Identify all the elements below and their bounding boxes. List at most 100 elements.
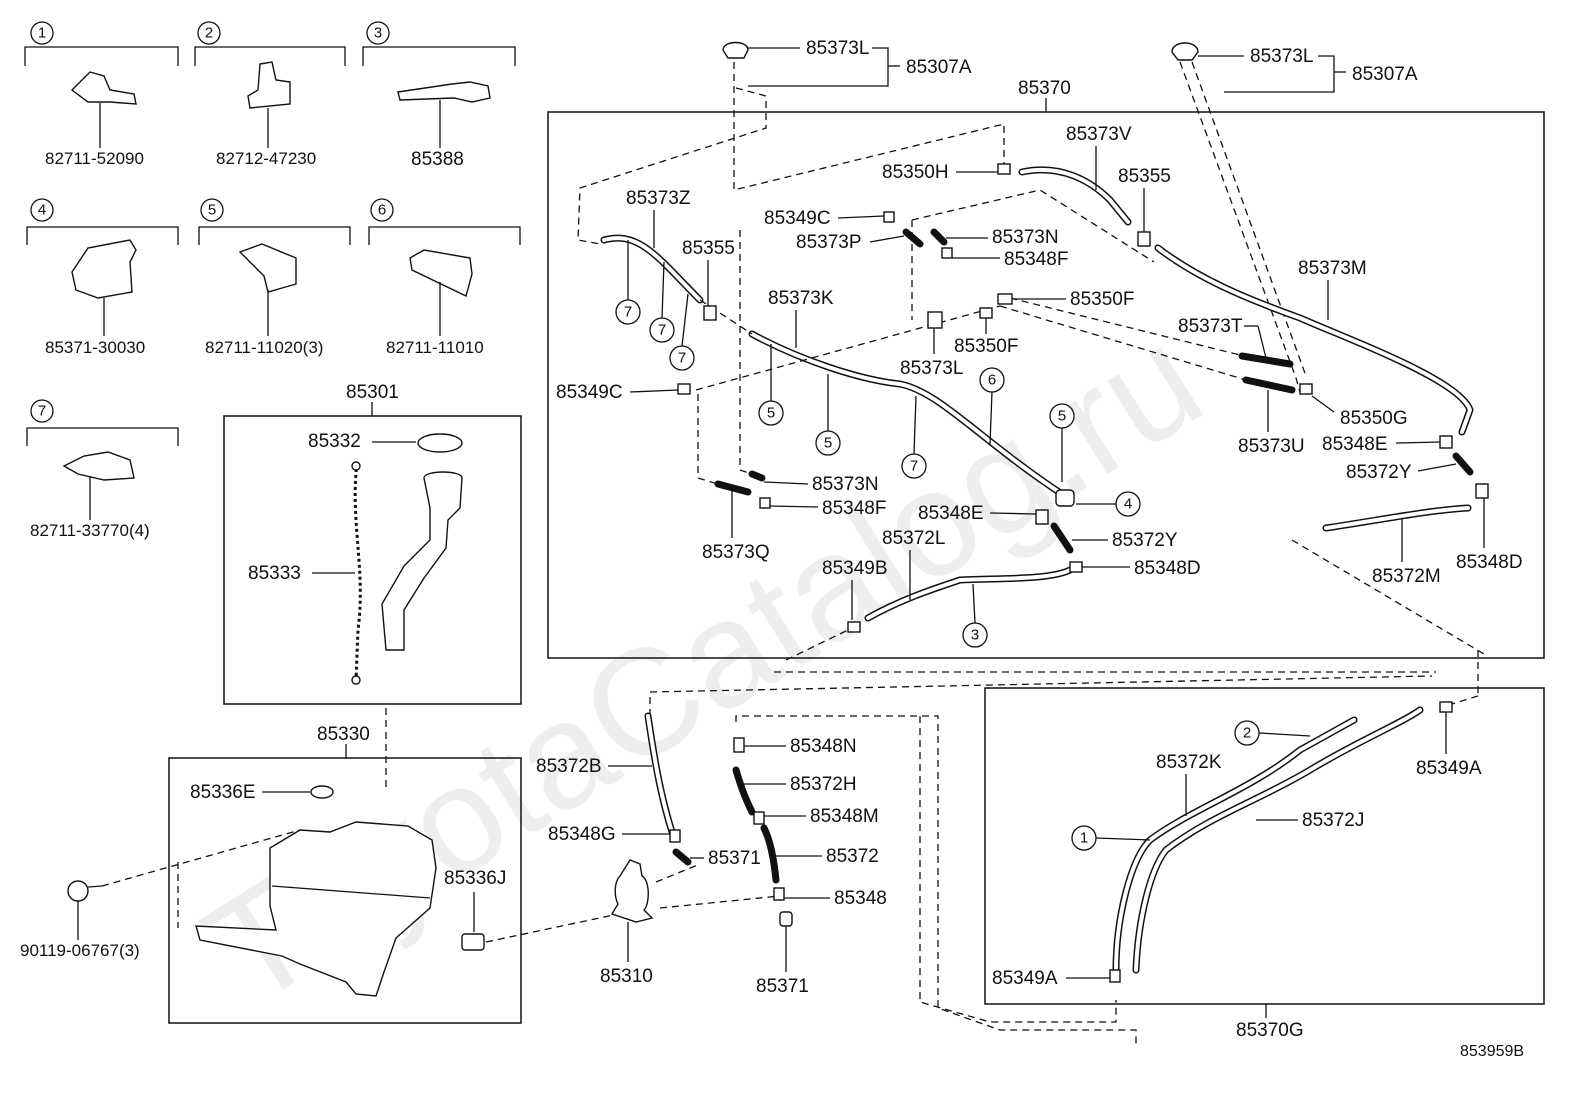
legend-item-3[interactable]: 3 85388 bbox=[362, 21, 516, 170]
fitting-icon bbox=[753, 811, 765, 825]
callout-circle bbox=[197, 21, 221, 45]
clip-callout[interactable]: 7 bbox=[901, 395, 927, 479]
callout-number: 5 bbox=[208, 202, 216, 219]
label-85371: 85371 bbox=[708, 848, 761, 869]
svg-text:7: 7 bbox=[624, 304, 632, 321]
label-85336J: 85336J bbox=[444, 868, 506, 889]
label-85372H: 85372H bbox=[790, 774, 857, 795]
filler-assembly-85301[interactable]: 85301 85332 85333 bbox=[223, 382, 522, 705]
label-85307A: 85307A bbox=[1352, 64, 1418, 85]
fitting-icon bbox=[847, 621, 861, 633]
clip-82711-33770-icon bbox=[62, 451, 135, 481]
dipstick-icon bbox=[353, 462, 362, 681]
fitting-icon bbox=[997, 163, 1011, 175]
clip-callout[interactable]: 7 bbox=[649, 261, 675, 343]
label-85350F: 85350F bbox=[954, 336, 1018, 357]
clip-callout[interactable]: 5 bbox=[758, 344, 784, 426]
pump-hoses[interactable]: 85372B 85348N 85372H 85348M 85348G 85371… bbox=[536, 675, 1433, 1046]
legend-item-6[interactable]: 6 82711-11010 bbox=[368, 198, 521, 357]
legend-part-number: 82711-33770(4) bbox=[30, 521, 150, 540]
clip-callout[interactable]: 3 bbox=[962, 583, 988, 648]
callout-circle bbox=[30, 198, 54, 222]
clip-callout[interactable]: 5 bbox=[1049, 403, 1075, 482]
callout-circle bbox=[370, 198, 394, 222]
legend-item-2[interactable]: 2 82712-47230 bbox=[194, 21, 346, 168]
fitting-icon bbox=[1109, 969, 1121, 983]
svg-text:5: 5 bbox=[824, 435, 832, 452]
hose-assembly-85370G[interactable]: 85372K 85349A 85372J 85349A 85370G 2 1 bbox=[984, 650, 1545, 1041]
label-85373U: 85373U bbox=[1238, 436, 1305, 457]
label-85373T: 85373T bbox=[1178, 316, 1243, 337]
fitting-icon bbox=[773, 887, 785, 901]
svg-text:6: 6 bbox=[988, 372, 996, 389]
fitting-icon bbox=[1137, 231, 1151, 247]
callout-number: 3 bbox=[374, 25, 382, 42]
fitting-icon bbox=[677, 383, 691, 395]
hose-assembly-85370[interactable]: 85370 bbox=[547, 78, 1545, 673]
label-85350F: 85350F bbox=[1070, 289, 1134, 310]
label-85348N: 85348N bbox=[790, 736, 857, 757]
label-85350G: 85350G bbox=[1340, 408, 1408, 429]
nozzle-85307A-right[interactable]: 85373L 85307A bbox=[1171, 42, 1418, 393]
legend-item-4[interactable]: 4 85371-30030 bbox=[26, 198, 179, 357]
filler-neck-icon bbox=[381, 471, 463, 651]
clip-82711-52090-icon bbox=[70, 71, 137, 105]
label-85373M: 85373M bbox=[1298, 258, 1367, 279]
callout-circle bbox=[30, 21, 54, 45]
label-85348E: 85348E bbox=[918, 503, 984, 524]
fitting-icon bbox=[733, 737, 745, 753]
clip-callout[interactable]: 5 bbox=[815, 374, 841, 456]
fitting-icon bbox=[979, 307, 993, 319]
legend-item-5[interactable]: 5 82711-11020(3) bbox=[198, 198, 351, 357]
label-90119-06767: 90119-06767(3) bbox=[20, 941, 140, 960]
legend-part-number: 82712-47230 bbox=[216, 149, 316, 168]
washer-tank-85330[interactable]: 85330 85336E 85336J 90119-06767(3) bbox=[20, 708, 629, 1024]
clip-82712-47230-icon bbox=[247, 61, 291, 109]
clip-callout[interactable]: 4 bbox=[1076, 491, 1141, 517]
svg-text:2: 2 bbox=[1243, 725, 1251, 742]
legend-part-number: 85388 bbox=[411, 149, 464, 170]
label-85372Y: 85372Y bbox=[1346, 462, 1412, 483]
label-85373L: 85373L bbox=[806, 38, 869, 59]
legend-item-7[interactable]: 7 82711-33770(4) bbox=[26, 399, 179, 540]
label-85372J: 85372J bbox=[1302, 810, 1364, 831]
figure-code: 853959B bbox=[1460, 1043, 1524, 1060]
clip-callout[interactable]: 1 bbox=[1071, 825, 1151, 851]
label-85373V: 85373V bbox=[1066, 124, 1132, 145]
callout-circle bbox=[30, 399, 54, 423]
fitting-icon bbox=[669, 829, 681, 843]
clip-callout[interactable]: 6 bbox=[979, 367, 1005, 445]
box-85370 bbox=[547, 111, 1545, 659]
nozzle-85307A-left[interactable]: 85373L 85307A bbox=[577, 38, 1005, 245]
fitting-icon bbox=[779, 911, 793, 927]
label-85307A: 85307A bbox=[906, 57, 972, 78]
nozzle-icon bbox=[1171, 42, 1199, 61]
clip-callout[interactable]: 7 bbox=[669, 293, 695, 371]
grommet-85336J-icon bbox=[461, 933, 485, 951]
fitting-icon bbox=[1439, 701, 1453, 713]
label-85348G: 85348G bbox=[548, 824, 616, 845]
label-85349C: 85349C bbox=[556, 382, 623, 403]
callout-circle bbox=[200, 198, 224, 222]
svg-text:7: 7 bbox=[910, 458, 918, 475]
washer-pump-icon bbox=[610, 859, 654, 923]
legend-item-1[interactable]: 1 82711-52090 bbox=[24, 21, 179, 168]
legend-part-number: 82711-11010 bbox=[386, 338, 484, 357]
box-85301 bbox=[223, 415, 522, 705]
callout-number: 1 bbox=[38, 25, 46, 42]
label-85350H: 85350H bbox=[882, 162, 949, 183]
label-85348E: 85348E bbox=[1322, 434, 1388, 455]
svg-text:3: 3 bbox=[971, 627, 979, 644]
label-85348F: 85348F bbox=[822, 498, 886, 519]
fitting-icon bbox=[883, 211, 895, 223]
svg-text:7: 7 bbox=[658, 322, 666, 339]
svg-text:1: 1 bbox=[1080, 830, 1088, 847]
fitting-icon bbox=[997, 293, 1013, 305]
clip-callout[interactable]: 2 bbox=[1234, 720, 1311, 746]
clip-callout[interactable]: 7 bbox=[615, 240, 641, 325]
label-85371: 85371 bbox=[756, 976, 809, 997]
svg-text:4: 4 bbox=[1124, 496, 1132, 513]
fitting-icon bbox=[703, 305, 717, 321]
label-85349A: 85349A bbox=[992, 968, 1058, 989]
